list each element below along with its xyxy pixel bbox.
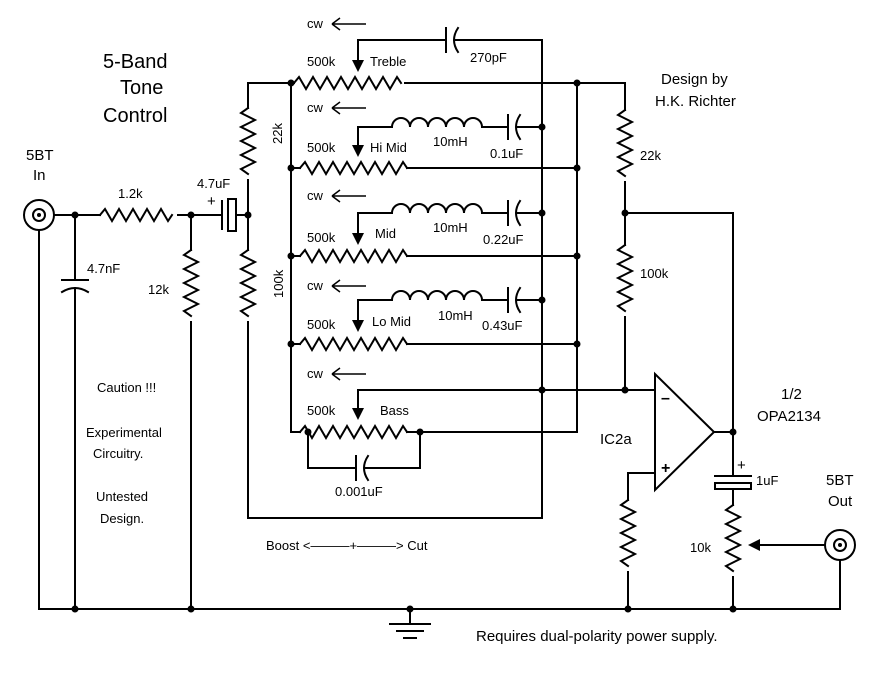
r-right-top-label: 22k — [640, 148, 661, 163]
input-network: 1.2k 4.7nF 12k 4.7uF + — [53, 176, 249, 610]
title-line-1: 5-Band — [103, 51, 168, 73]
band-treble: cw 500k Treble 270pF — [292, 16, 543, 91]
c-in-label: 4.7nF — [87, 261, 120, 276]
input-jack: 5BT In — [23, 147, 55, 231]
mid-cap-label: 0.22uF — [483, 232, 524, 247]
r-left-bottom-label: 100k — [271, 269, 286, 298]
c-couple-plus: + — [207, 193, 216, 210]
credit-block: Design by H.K. Richter — [655, 71, 736, 110]
opamp-ref: IC2a — [600, 431, 632, 448]
r-right-bottom-label: 100k — [640, 266, 669, 281]
caution-line-5: Design. — [100, 511, 144, 526]
lo-mid-pot-label: 500k — [307, 317, 336, 332]
caution-line-3: Circuitry. — [93, 446, 143, 461]
opamp-part-2: OPA2134 — [757, 408, 821, 425]
lo-mid-cap-label: 0.43uF — [482, 318, 523, 333]
output-network: + 1uF 10k — [690, 431, 826, 610]
mid-pot-label: 500k — [307, 230, 336, 245]
c-out-label: 1uF — [756, 473, 778, 488]
mid-inductor-label: 10mH — [433, 220, 468, 235]
caution-line-4: Untested — [96, 489, 148, 504]
treble-cap-label: 270pF — [470, 50, 507, 65]
pot-out-label: 10k — [690, 540, 711, 555]
bass-pot-label: 500k — [307, 403, 336, 418]
hi-mid-pot-label: 500k — [307, 140, 336, 155]
hi-mid-cap-label: 0.1uF — [490, 146, 523, 161]
mid-cw: cw — [307, 188, 324, 203]
hi-mid-name-label: Hi Mid — [370, 140, 407, 155]
opamp: – + IC2a 1/2 OPA2134 — [600, 371, 821, 610]
output-label-2: Out — [828, 493, 853, 510]
credit-line-2: H.K. Richter — [655, 93, 736, 110]
band-bass: cw 500k Bass 0.001uF — [290, 366, 629, 499]
caution-note: Caution !!! Experimental Circuitry. Unte… — [86, 380, 162, 526]
output-jack: 5BT Out — [824, 472, 856, 561]
opamp-plus: + — [661, 460, 670, 477]
title-block: 5-Band Tone Control — [103, 51, 168, 127]
opamp-minus: – — [661, 390, 670, 407]
r-in-label: 1.2k — [118, 186, 143, 201]
treble-pot-label: 500k — [307, 54, 336, 69]
r-bias-label: 12k — [148, 282, 169, 297]
ground-rail — [38, 229, 841, 639]
opamp-part-1: 1/2 — [781, 386, 802, 403]
band-hi-mid: cw 500k Hi Mid 10mH 0.1uF — [290, 100, 578, 176]
lo-mid-inductor-label: 10mH — [438, 308, 473, 323]
band-lo-mid: cw 500k Lo Mid 10mH 0.43uF — [290, 278, 578, 352]
band-mid: cw 500k Mid 10mH 0.22uF — [290, 188, 578, 264]
credit-line-1: Design by — [661, 71, 728, 88]
r-left-top-label: 22k — [270, 123, 285, 144]
title-line-3: Control — [103, 105, 167, 127]
boost-cut-label: Boost <———+———> Cut — [266, 538, 428, 553]
caution-line-2: Experimental — [86, 425, 162, 440]
output-label-1: 5BT — [826, 472, 854, 489]
band-rails — [247, 39, 626, 519]
hi-mid-cw: cw — [307, 100, 324, 115]
c-out-plus: + — [737, 457, 746, 474]
title-line-2: Tone — [120, 77, 163, 99]
input-label-2: In — [33, 167, 46, 184]
bass-name-label: Bass — [380, 403, 409, 418]
lo-mid-name-label: Lo Mid — [372, 314, 411, 329]
hi-mid-inductor-label: 10mH — [433, 134, 468, 149]
bass-cap-label: 0.001uF — [335, 484, 383, 499]
treble-name-label: Treble — [370, 54, 406, 69]
input-label-1: 5BT — [26, 147, 54, 164]
left-divider: 22k 100k — [238, 82, 543, 519]
power-note: Requires dual-polarity power supply. — [476, 628, 718, 645]
bass-cw: cw — [307, 366, 324, 381]
caution-line-1: Caution !!! — [97, 380, 156, 395]
lo-mid-cw: cw — [307, 278, 324, 293]
treble-cw: cw — [307, 16, 324, 31]
mid-name-label: Mid — [375, 226, 396, 241]
right-divider: 22k 100k — [615, 82, 737, 436]
c-couple-label: 4.7uF — [197, 176, 230, 191]
